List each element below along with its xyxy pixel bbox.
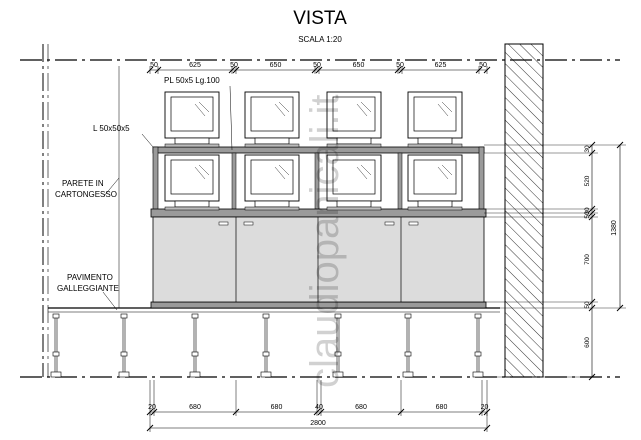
monitor xyxy=(244,91,300,148)
floor-label-line1: PAVIMENTO xyxy=(67,273,113,282)
monitor xyxy=(326,91,382,148)
floor-pedestal xyxy=(50,313,62,378)
bottom-dimension-value: 40 xyxy=(315,404,323,411)
monitor xyxy=(164,154,220,211)
top-dimension-value: 50 xyxy=(396,62,404,69)
cabinet-handle xyxy=(243,221,254,226)
masonry-wall xyxy=(504,43,544,378)
bottom-dimension-value: 680 xyxy=(271,404,283,411)
bottom-dimension-value: 680 xyxy=(355,404,367,411)
right-dimension-value: 520 xyxy=(584,175,591,186)
monitor xyxy=(407,154,463,211)
total-height-label: 1380 xyxy=(611,220,618,236)
top-dimension-value: 625 xyxy=(189,62,201,69)
cabinet-handle xyxy=(218,221,229,226)
top-dimension-value: 50 xyxy=(230,62,238,69)
top-dimension-value: 50 xyxy=(479,62,487,69)
floor-label-line2: GALLEGGIANTE xyxy=(57,284,119,293)
watermark: claudiopanicali.it xyxy=(303,94,347,388)
console-structure xyxy=(150,146,487,309)
wall-label-line1: PARETE IN xyxy=(62,179,104,188)
right-dimension-value: 600 xyxy=(584,337,591,348)
floor-pedestal xyxy=(260,313,272,378)
right-dimension-value: 700 xyxy=(584,254,591,265)
angle-label: L 50x50x5 xyxy=(93,124,130,133)
drawing-title: VISTA xyxy=(293,8,347,29)
floor-pedestal xyxy=(332,313,344,378)
pl-label: PL 50x5 Lg.100 xyxy=(164,76,220,85)
right-dimension-value: 50 xyxy=(584,211,591,219)
drawing-scale: SCALA 1:20 xyxy=(298,35,342,44)
floor-pedestal xyxy=(402,313,414,378)
total-width-label: 2800 xyxy=(310,420,326,427)
top-dimension-chain: 50 625 50 650 50 650 50 625 50 xyxy=(146,62,491,74)
monitor xyxy=(407,91,463,148)
right-dimension-value: 30 xyxy=(584,207,591,215)
monitors xyxy=(164,91,463,211)
floor-pedestal xyxy=(189,313,201,378)
top-dimension-value: 50 xyxy=(313,62,321,69)
right-dimension-value: 50 xyxy=(584,301,591,309)
plasterboard-wall xyxy=(42,44,120,377)
floor-pedestal xyxy=(472,313,484,378)
cabinets xyxy=(152,216,485,303)
floor-pedestal xyxy=(118,313,130,378)
annotations: PL 50x5 Lg.100 L 50x50x5 PARETE IN CARTO… xyxy=(55,76,233,311)
top-dimension-value: 650 xyxy=(270,62,282,69)
bottom-dimension-chain: 2800 20 680 680 40 680 680 20 xyxy=(146,380,491,432)
top-dimension-value: 625 xyxy=(435,62,447,69)
bottom-dimension-value: 20 xyxy=(481,404,489,411)
wall-label-line2: CARTONGESSO xyxy=(55,190,117,199)
monitor xyxy=(164,91,220,148)
cabinet-handle xyxy=(408,221,419,226)
top-dimension-value: 50 xyxy=(150,62,158,69)
right-dimension-value: 30 xyxy=(584,145,591,153)
cabinet-handle xyxy=(384,221,395,226)
top-dimension-value: 650 xyxy=(353,62,365,69)
bottom-dimension-value: 680 xyxy=(436,404,448,411)
monitor xyxy=(244,154,300,211)
bottom-dimension-value: 20 xyxy=(148,404,156,411)
bottom-dimension-value: 680 xyxy=(189,404,201,411)
monitor xyxy=(326,154,382,211)
raised-floor xyxy=(48,307,500,378)
